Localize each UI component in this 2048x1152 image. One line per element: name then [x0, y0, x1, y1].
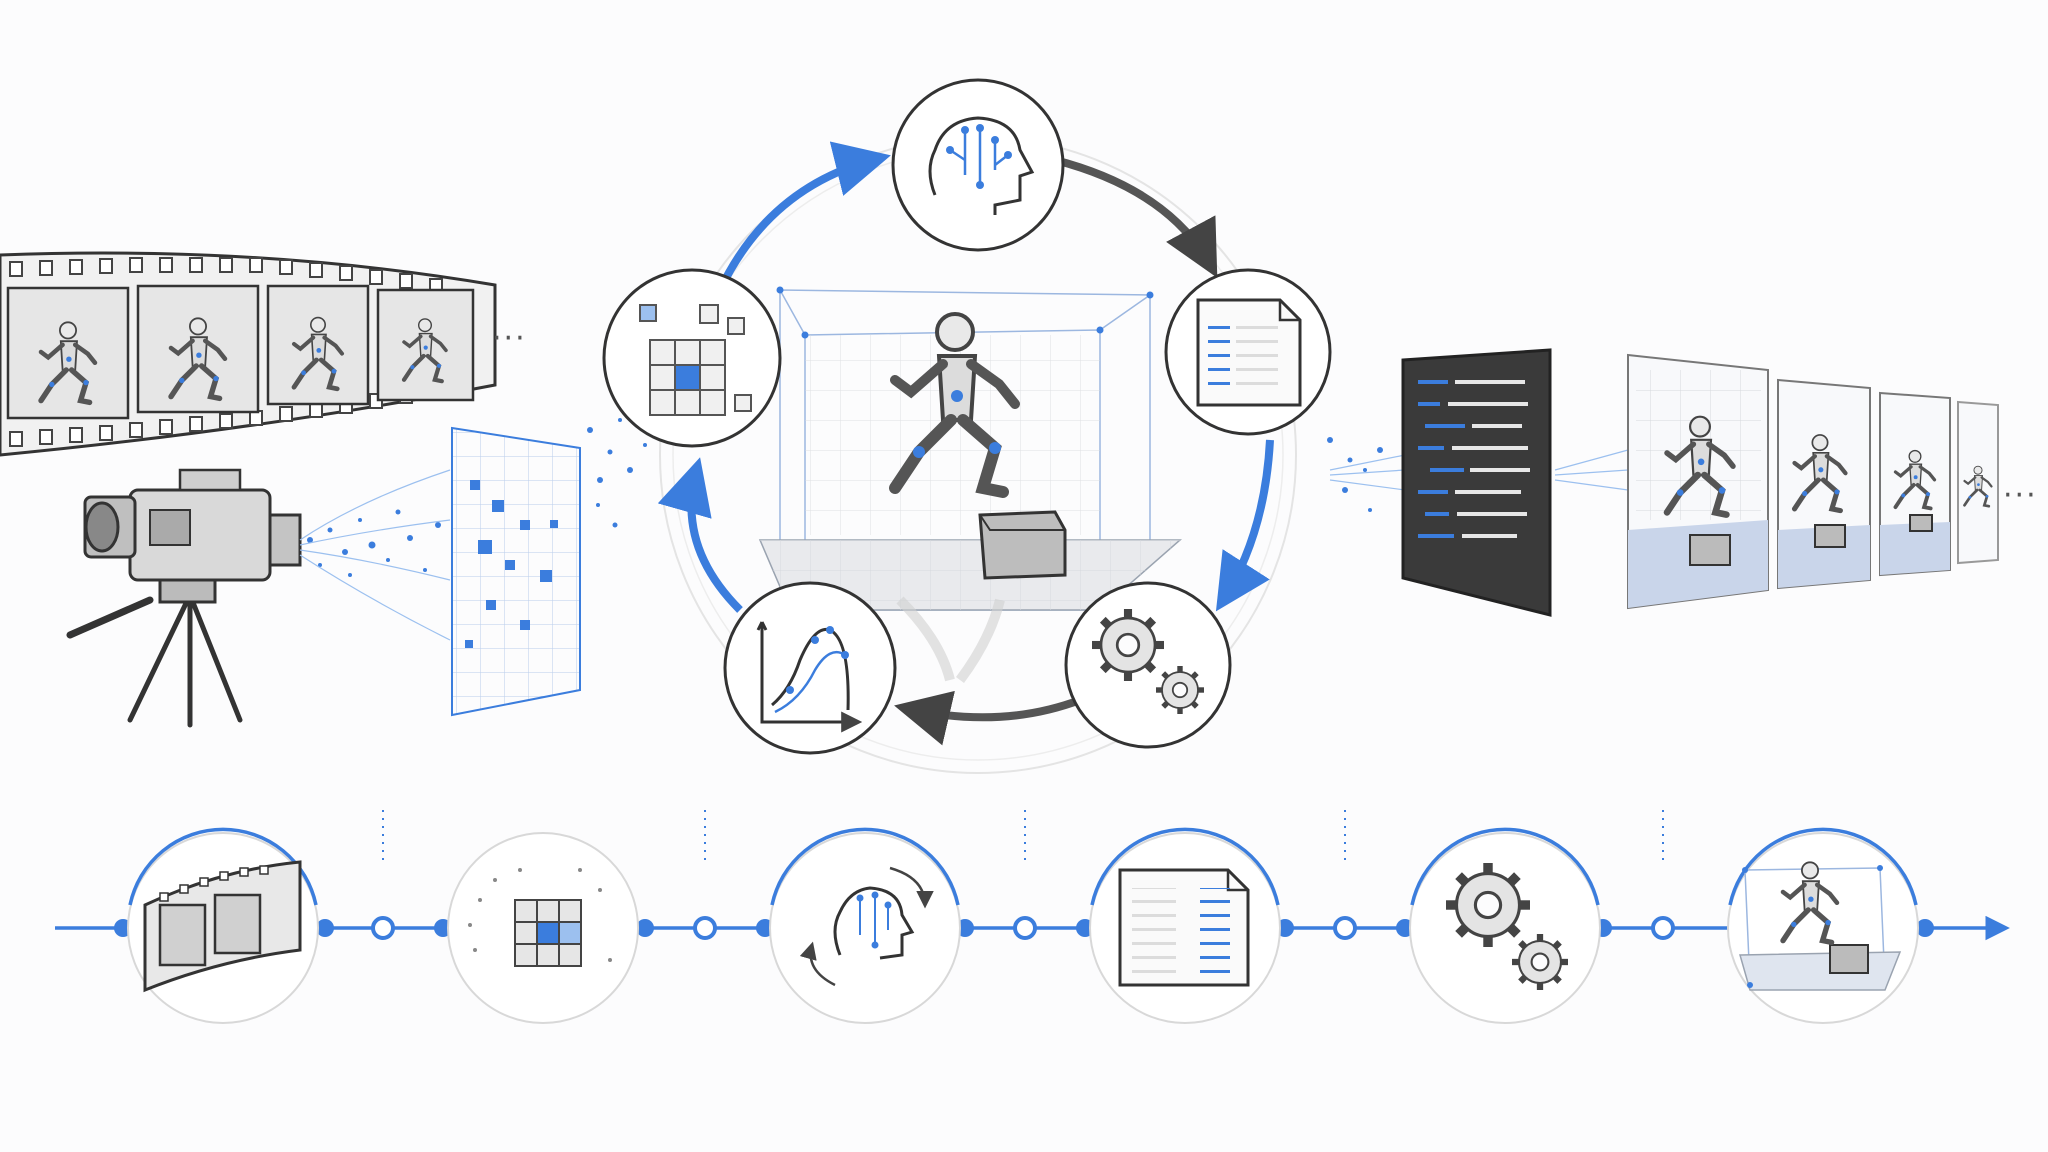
capture-beam: [307, 509, 441, 577]
timeline-step-voxel: [447, 832, 639, 1024]
code-document-icon: [1196, 298, 1302, 407]
output-frame-1: [1627, 353, 1769, 610]
output-frame-2: [1777, 378, 1871, 590]
panel-to-cycle-particles: [587, 418, 647, 528]
film-strip-icon: [143, 860, 302, 993]
cycle-node-gears: [1064, 581, 1232, 749]
cycle-node-voxel: [602, 268, 782, 448]
point-grid-icon: [451, 426, 581, 717]
output-frame-4: [1957, 400, 1999, 565]
timeline-step-film: [127, 827, 319, 1024]
code-document-icon: [1118, 868, 1250, 987]
training-cycle: [602, 78, 1332, 774]
timeline-step-robot: [1727, 827, 1919, 1024]
robot-scene-icon: [1739, 862, 1902, 991]
brain-circuit-icon: [928, 116, 1035, 215]
timeline-step-brain: [769, 827, 961, 1024]
voxel-cube-icon: [639, 304, 752, 416]
cycle-node-code: [1164, 268, 1332, 436]
code-screen-icon: [1401, 348, 1552, 617]
cycle-arrow-brain-to-code: [1053, 156, 1218, 278]
output-frame-3: [1879, 391, 1951, 577]
output-continuation-dots: ···: [2003, 478, 2038, 513]
film-continuation-dots: ···: [492, 321, 527, 356]
timeline-step-code: [1089, 827, 1281, 1024]
timeline: [55, 810, 2010, 1024]
video-camera-icon: [83, 468, 302, 582]
cycle-to-output-particles: [1327, 437, 1383, 512]
tripod-icon: [66, 578, 243, 728]
cycle-arrow-code-to-gears: [1215, 439, 1274, 612]
brain-cycle-icon: [799, 866, 934, 987]
output-beam-lines: [1329, 454, 1406, 491]
film-perforations: [9, 257, 443, 447]
cycle-node-graph: [723, 581, 897, 755]
timeline-step-gears: [1409, 827, 1601, 1024]
voxel-cube-icon: [468, 868, 612, 967]
cycle-arrow-voxel-to-brain: [716, 141, 891, 292]
cycle-arrow-graph-to-voxel: [657, 457, 743, 613]
robot-on-box-scene-icon: [758, 286, 1182, 683]
screen-to-frames-lines: [1554, 449, 1629, 491]
cycle-node-brain: [891, 78, 1065, 252]
graph-curve-icon: [756, 621, 863, 733]
robot-frames-icon: ···: [1627, 353, 2038, 610]
cycle-arrow-gears-to-graph: [894, 690, 1082, 746]
film-strip: ···: [0, 251, 527, 457]
beam-lines: [299, 469, 451, 641]
